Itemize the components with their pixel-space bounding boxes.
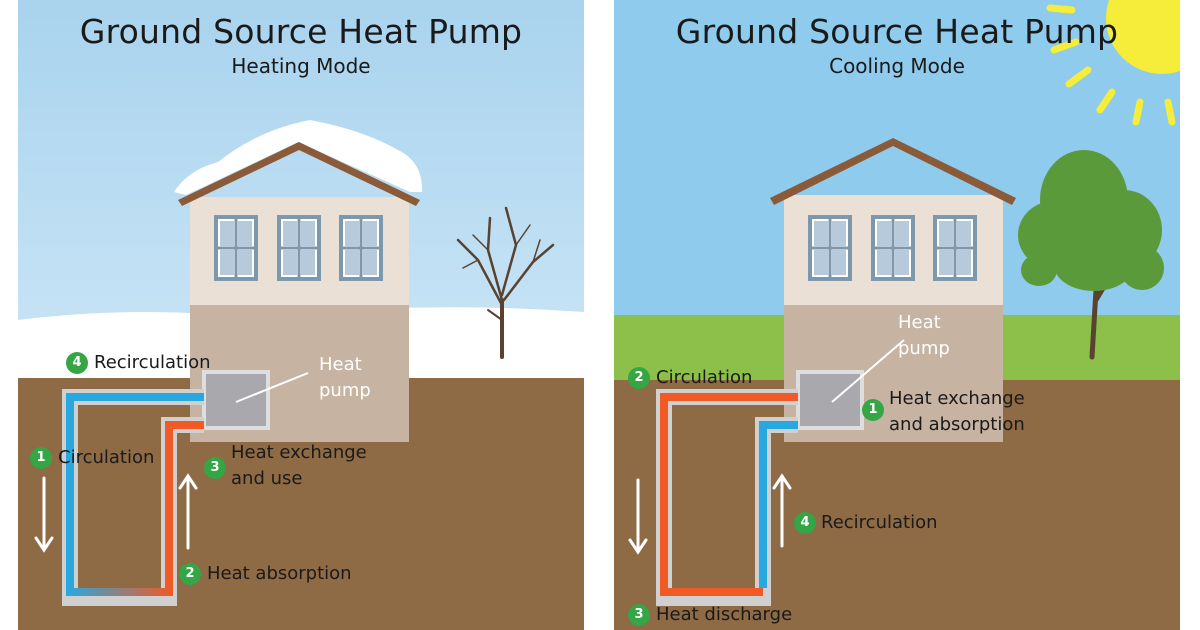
heat-pump-pointer [235,372,309,403]
step-label-heat-exchange-line-2: and use [231,468,303,489]
arrow-down-icon [628,478,648,555]
heating-mode-illustration [18,0,584,630]
heat-pump-unit [202,370,270,430]
heat-pump-unit [796,370,864,430]
step-badge-4: 4 [66,352,88,374]
step-label-circulation: Circulation [58,447,155,468]
arrow-up-icon [772,473,792,548]
step-badge-3: 3 [204,457,226,479]
heat-pump-pointer [831,339,905,403]
heat-pump-label-line-2: pump [319,380,371,401]
pipe-cold [66,393,204,592]
bare-tree [456,206,555,359]
page-title: Ground Source Heat Pump [675,12,1119,51]
heat-pump-label-line-1: Heat [898,312,941,333]
cooling-mode-illustration [614,0,1180,630]
step-label-circulation: Circulation [656,367,753,388]
step-badge-4: 4 [794,512,816,534]
step-label-heat-exchange-line-1: Heat exchange [889,388,1025,409]
step-label-heat-exchange-line-2: and absorption [889,414,1025,435]
pipe-hot [165,421,204,592]
step-badge-1: 1 [30,447,52,469]
snow-on-roof [174,120,423,195]
green-tree [1018,150,1164,360]
heat-pump-label-line-1: Heat [319,354,362,375]
step-badge-2: 2 [628,367,650,389]
step-badge-2: 2 [179,563,201,585]
pipe-hot [660,393,798,596]
step-label-heat-exchange-line-1: Heat exchange [231,442,367,463]
pipe-bottom-gradient [66,588,173,596]
mode-subtitle: Cooling Mode [829,54,965,78]
arrow-down-icon [34,476,54,553]
page-title: Ground Source Heat Pump [79,12,523,51]
step-label-recirculation: Recirculation [821,512,938,533]
step-label-heat-discharge: Heat discharge [656,604,793,625]
step-badge-1: 1 [862,399,884,421]
heating-mode-panel: Ground Source Heat Pump Heating Mode Hea… [18,0,584,630]
sun-icon [1046,0,1180,126]
heat-pump-label-line-2: pump [898,338,950,359]
arrow-up-icon [178,473,198,550]
cooling-mode-panel: Ground Source Heat Pump Cooling Mode Hea… [614,0,1180,630]
step-label-heat-absorption: Heat absorption [207,563,352,584]
panel-separator [584,0,614,630]
step-badge-3: 3 [628,604,650,626]
pipe-cold [759,421,798,588]
mode-subtitle: Heating Mode [231,54,371,78]
step-label-recirculation: Recirculation [94,352,211,373]
